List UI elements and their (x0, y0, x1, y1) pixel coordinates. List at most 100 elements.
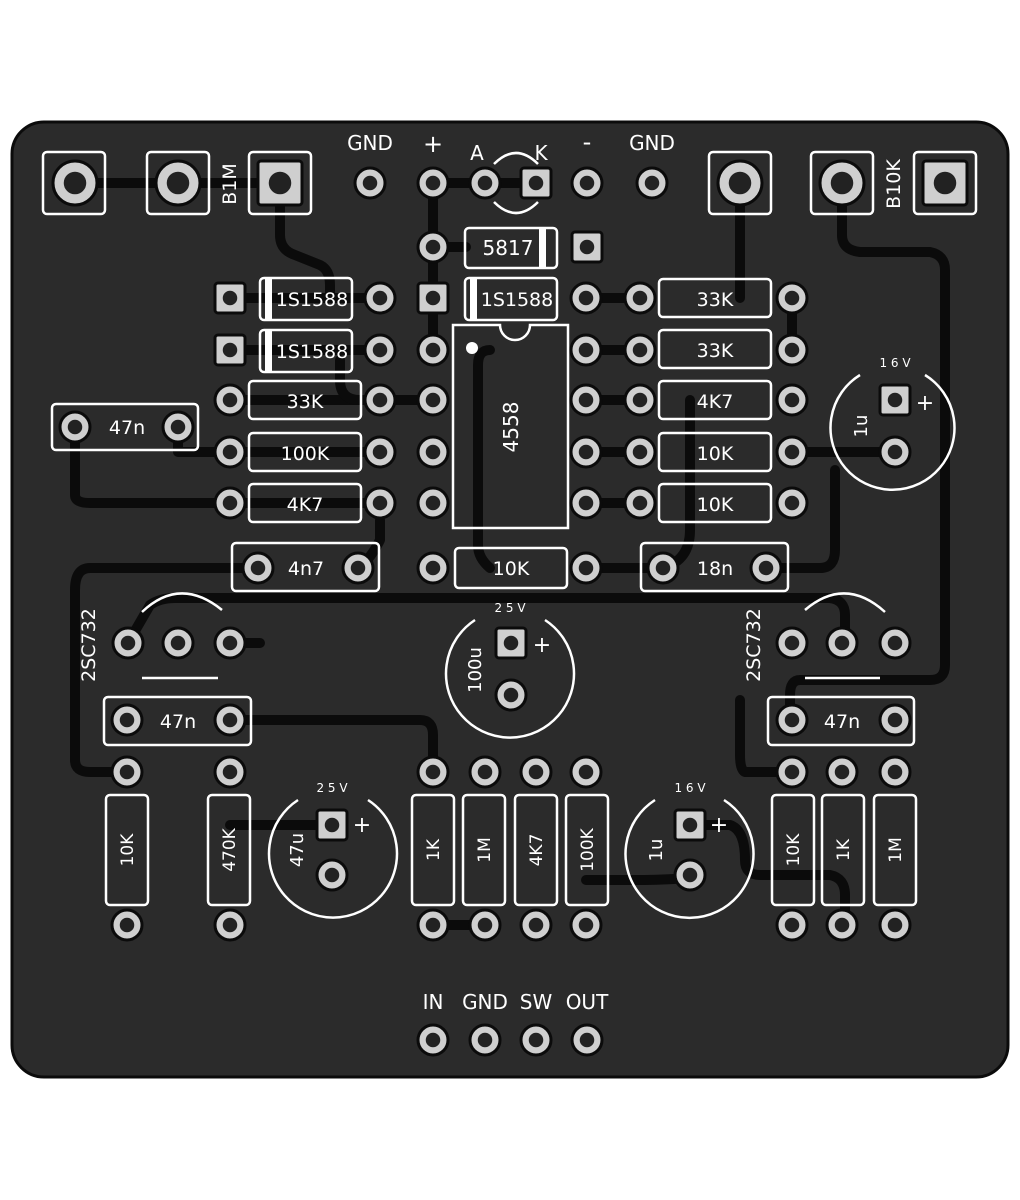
label-k: K (534, 141, 548, 165)
label-r-1k-a: 1K (424, 838, 444, 861)
drill-hole (577, 559, 595, 577)
drill-hole (476, 916, 494, 934)
drill-hole (578, 238, 596, 256)
label-r-4k7-b: 4K7 (697, 391, 734, 413)
drill-hole (221, 916, 239, 934)
drill-hole (829, 170, 855, 196)
drill-hole (424, 174, 442, 192)
drill-hole (631, 391, 649, 409)
label-pot-b1m: B1M (219, 163, 241, 205)
drill-hole (932, 170, 958, 196)
drill-hole (361, 174, 379, 192)
drill-hole (783, 494, 801, 512)
drill-hole (66, 418, 84, 436)
drill-hole (681, 866, 699, 884)
drill-hole (323, 866, 341, 884)
drill-hole (577, 916, 595, 934)
drill-hole (267, 170, 293, 196)
drill-hole (118, 916, 136, 934)
drill-hole (424, 289, 442, 307)
drill-hole (527, 1031, 545, 1049)
drill-hole (783, 763, 801, 781)
drill-hole (783, 711, 801, 729)
label-diode-2: 1S1588 (481, 289, 554, 311)
drill-hole (62, 170, 88, 196)
drill-hole (886, 443, 904, 461)
drill-hole (424, 763, 442, 781)
label-e-47u: 47u (287, 833, 308, 867)
drill-hole (371, 341, 389, 359)
drill-hole (886, 763, 904, 781)
drill-hole (886, 916, 904, 934)
silkscreen-labels: GND + A K - GND B1M B10K 5817 1S1588 1S1… (78, 128, 934, 1014)
label-minus: - (583, 128, 592, 156)
drill-hole (577, 341, 595, 359)
drill-hole (424, 1031, 442, 1049)
label-diode-3: 1S1588 (276, 341, 349, 363)
drill-hole (424, 559, 442, 577)
drill-hole (783, 634, 801, 652)
drill-hole (577, 289, 595, 307)
drill-hole (221, 494, 239, 512)
label-r-10k-c: 10K (493, 558, 530, 580)
drill-hole (681, 816, 699, 834)
drill-hole (578, 174, 596, 192)
drill-hole (424, 341, 442, 359)
drill-hole (577, 763, 595, 781)
label-r-1m-a: 1M (475, 837, 495, 862)
label-a: A (470, 141, 484, 165)
label-e-100u-plus: + (533, 633, 551, 658)
drill-hole (886, 634, 904, 652)
drill-hole (577, 443, 595, 461)
label-io-sw: SW (520, 990, 553, 1014)
label-r-10k-e: 10K (784, 833, 804, 867)
label-gnd-left: GND (347, 131, 393, 155)
drill-hole (119, 634, 137, 652)
drill-hole (783, 341, 801, 359)
label-q-right: 2SC732 (743, 608, 765, 682)
drill-hole (169, 634, 187, 652)
label-diode-1: 1S1588 (276, 289, 349, 311)
label-pot-b10k: B10K (883, 159, 905, 209)
drill-hole (783, 391, 801, 409)
label-e-100u: 100u (465, 647, 486, 693)
label-io-out: OUT (566, 990, 609, 1014)
drill-hole (783, 289, 801, 307)
label-e-100u-voltage: 2 5 V (494, 601, 526, 615)
drill-hole (643, 174, 661, 192)
drill-hole (783, 443, 801, 461)
drill-hole (424, 443, 442, 461)
drill-hole (527, 916, 545, 934)
drill-hole (631, 289, 649, 307)
label-ic-4558: 4558 (499, 402, 523, 453)
label-r-4k7-c: 4K7 (527, 834, 547, 867)
drill-hole (249, 559, 267, 577)
drill-hole (349, 559, 367, 577)
label-gnd-right: GND (629, 131, 675, 155)
drill-hole (727, 170, 753, 196)
drill-hole (221, 443, 239, 461)
label-e-1u-a: 1u (851, 415, 872, 438)
label-r-33k-b: 33K (697, 289, 734, 311)
label-e-1u-b: 1u (646, 839, 667, 862)
drill-hole (221, 634, 239, 652)
drill-hole (527, 763, 545, 781)
drill-hole (165, 170, 191, 196)
solder-pads (51, 159, 969, 1057)
diode-cathode-bands (265, 229, 546, 371)
drill-hole (833, 634, 851, 652)
drill-hole (502, 686, 520, 704)
drill-hole (527, 174, 545, 192)
drill-hole (833, 916, 851, 934)
label-r-4k7-a: 4K7 (287, 494, 324, 516)
drill-hole (169, 418, 187, 436)
drill-hole (833, 763, 851, 781)
label-r-10k-b: 10K (697, 494, 734, 516)
drill-hole (476, 174, 494, 192)
label-q-left: 2SC732 (78, 608, 100, 682)
label-e-47u-voltage: 2 5 V (316, 781, 348, 795)
drill-hole (221, 289, 239, 307)
label-c-47n-a: 47n (109, 417, 145, 439)
drill-hole (221, 391, 239, 409)
